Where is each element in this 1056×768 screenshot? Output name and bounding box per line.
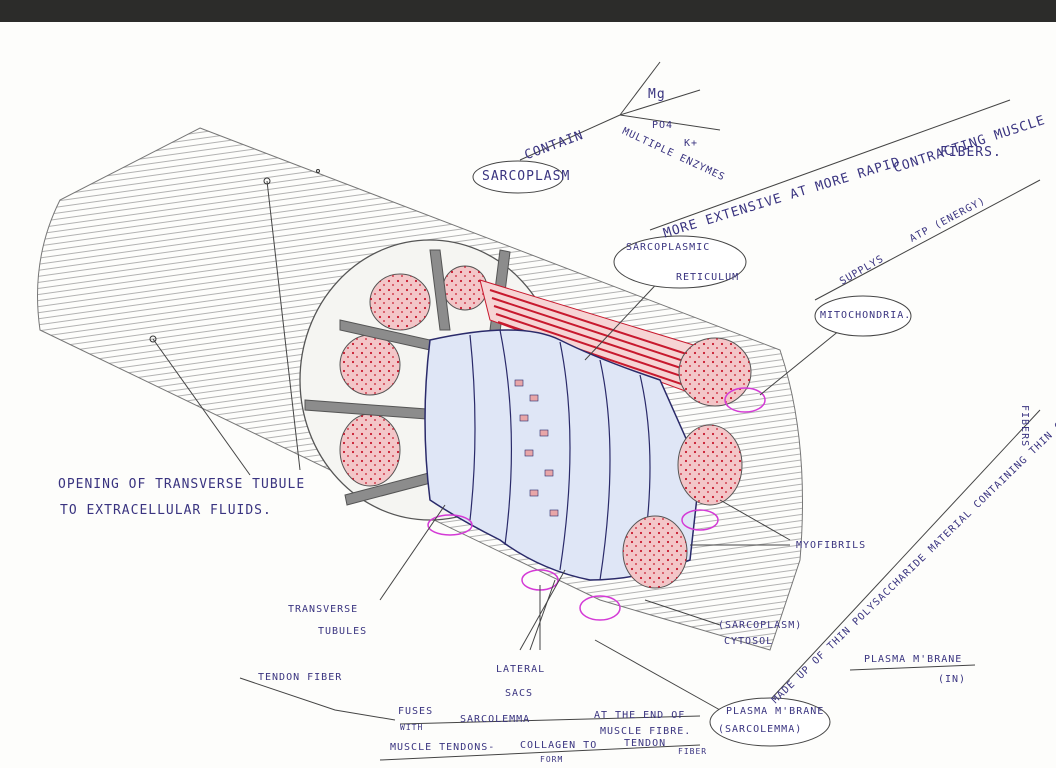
- label-made-of-2: FIBERS: [1019, 405, 1030, 448]
- label-end-1: AT THE END OF: [594, 710, 686, 721]
- label-tendon: TENDON: [624, 738, 667, 749]
- label-sr-2: RETICULUM: [676, 272, 740, 283]
- label-lateral-2: SACS: [505, 688, 534, 699]
- label-end-2: MUSCLE FIBRE.: [600, 726, 692, 737]
- label-pm-right-1: PLASMA M'BRANE: [864, 654, 963, 665]
- label-sr-1: SARCOPLASMIC: [626, 242, 711, 253]
- leader-lines: [152, 61, 1041, 761]
- scan-top-border: [0, 0, 1056, 22]
- sarcoplasmic-reticulum-band: [479, 279, 711, 401]
- label-pm-cloud-1: PLASMA M'BRANE: [726, 706, 825, 717]
- label-opening-2: TO EXTRACELLULAR FLUIDS.: [60, 503, 272, 518]
- label-form: FORM: [540, 755, 564, 764]
- muscle-fiber-diagram: [37, 61, 1041, 761]
- label-fibers-small: FIBER: [678, 747, 708, 756]
- cross-section-myofibrils: [339, 265, 488, 487]
- myofibril-ends: [622, 337, 752, 589]
- label-opening-1: OPENING OF TRANSVERSE TUBULE: [58, 477, 306, 492]
- label-pm-right-2: (IN): [938, 674, 967, 685]
- label-pm-cloud-2: (SARCOLEMMA): [718, 724, 803, 735]
- label-fuses-2: WITH: [400, 723, 424, 732]
- label-lateral-1: LATERAL: [496, 664, 546, 675]
- myofibril-block: [424, 329, 701, 581]
- label-fibers: FIBERS.: [940, 145, 1002, 160]
- label-k: K+: [684, 138, 699, 149]
- label-clouds: [472, 160, 912, 747]
- myofibril-dots: [514, 379, 559, 517]
- label-tendon-fiber: TENDON FIBER: [258, 672, 343, 683]
- label-sarcoplasm: SARCOPLASM: [482, 169, 571, 184]
- label-myofibrils: MYOFIBRILS: [796, 540, 867, 551]
- label-t-tubules-1: TRANSVERSE: [288, 604, 359, 615]
- label-cytosol-1: (SARCOPLASM): [718, 620, 803, 631]
- label-t-tubules-2: TUBULES: [318, 626, 368, 637]
- label-sarcolemma: SARCOLEMMA: [460, 714, 531, 725]
- label-collagen-to: COLLAGEN TO: [520, 740, 598, 751]
- label-fuses-1: FUSES: [398, 706, 434, 717]
- label-tendons: MUSCLE TENDONS-: [390, 742, 496, 753]
- label-mitochondria: MITOCHONDRIA.: [820, 310, 912, 321]
- label-cytosol-2: CYTOSOL: [724, 636, 774, 647]
- label-po4: PO4: [652, 120, 674, 131]
- label-mg: Mg: [648, 87, 666, 102]
